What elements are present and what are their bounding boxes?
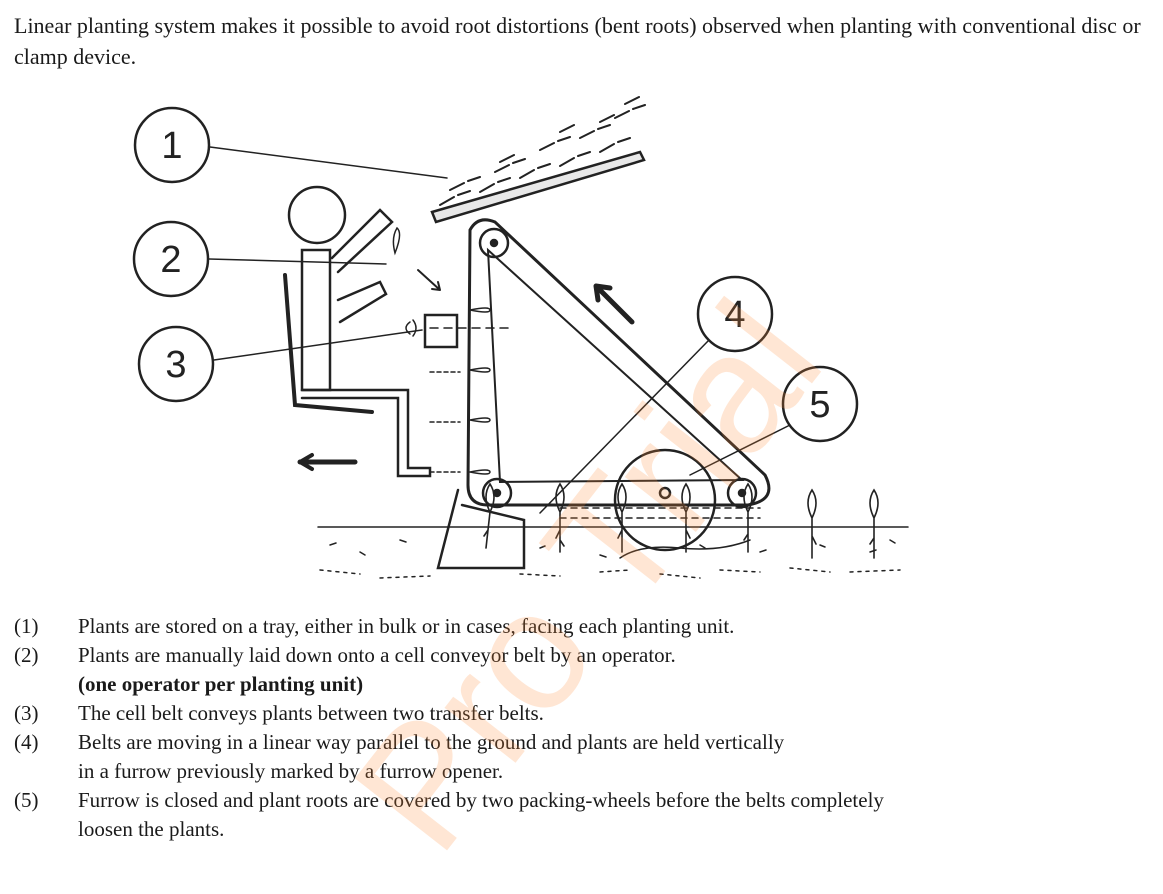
caption-text: Plants are manually laid down onto a cel…: [78, 643, 676, 667]
packing-wheel: [559, 448, 761, 552]
caption-number: (1): [14, 614, 39, 638]
caption-text: Furrow is closed and plant roots are cov…: [78, 788, 884, 812]
intro-paragraph: Linear planting system makes it possible…: [14, 13, 1141, 69]
caption-3: (3) The cell belt conveys plants between…: [14, 699, 1144, 728]
callout-1-label: 1: [161, 125, 182, 167]
callout-5: [689, 365, 859, 476]
caption-list: (1) Plants are stored on a tray, either …: [14, 612, 1144, 844]
caption-number: (2): [14, 643, 39, 667]
caption-continuation: in a furrow previously marked by a furro…: [78, 759, 504, 783]
callout-1: [133, 106, 448, 184]
callout-5-label: 5: [809, 384, 830, 426]
caption-4: (4) Belts are moving in a linear way par…: [14, 728, 1144, 757]
plant-tray: [430, 96, 646, 224]
travel-direction-arrow: [297, 453, 358, 471]
transfer-belt-frame: [429, 218, 771, 509]
caption-number: (5): [14, 788, 39, 812]
callout-2-label: 2: [160, 239, 181, 281]
callout-3: [137, 325, 423, 403]
ground-and-furrow: [317, 488, 909, 579]
caption-number: (4): [14, 730, 39, 754]
caption-5: (5) Furrow is closed and plant roots are…: [14, 786, 1144, 815]
caption-text: Plants are stored on a tray, either in b…: [78, 614, 735, 638]
planted-seedlings: [483, 482, 879, 559]
caption-2: (2) Plants are manually laid down onto a…: [14, 641, 1144, 670]
caption-number: (3): [14, 701, 39, 725]
caption-text: Belts are moving in a linear way paralle…: [78, 730, 785, 754]
callout-4: [539, 275, 774, 514]
caption-text: The cell belt conveys plants between two…: [78, 701, 544, 725]
callout-2: [132, 220, 387, 298]
caption-continuation: loosen the plants.: [78, 817, 225, 841]
caption-1: (1) Plants are stored on a tray, either …: [14, 612, 1144, 641]
cell-conveyor-unit: [405, 313, 511, 349]
caption-continuation: (one operator per planting unit): [78, 672, 364, 696]
callout-4-label: 4: [724, 294, 745, 336]
callout-3-label: 3: [165, 344, 186, 386]
